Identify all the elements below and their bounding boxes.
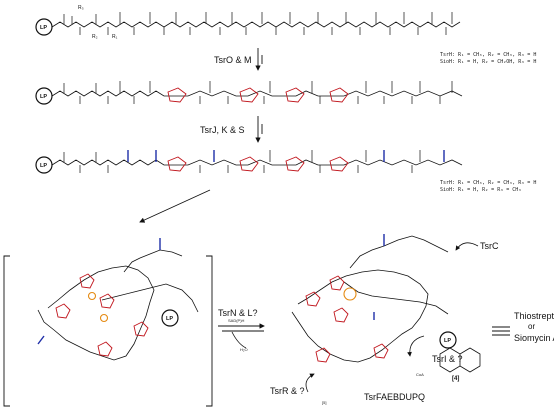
peptide-backbone <box>51 159 463 166</box>
leader-peptide-label: LP <box>444 338 451 344</box>
dehydroalanine-bond <box>37 335 45 345</box>
enzyme-label-step2: TsrJ, K & S <box>200 125 245 135</box>
curved-arrow-tsrr <box>305 373 315 393</box>
substituent-legend-sio-row3: SioH: R₁ = H, R₂ = R₃ = CH₃ <box>440 187 522 193</box>
thiazole-ring <box>55 303 71 319</box>
cyclization-site <box>99 313 109 323</box>
curved-arrow-tsri <box>407 335 425 357</box>
thiazole-ring <box>285 156 305 172</box>
thiazole-ring <box>285 87 305 103</box>
thiazole-ring <box>99 293 115 309</box>
water-label: H₂O <box>240 347 248 352</box>
thiazole-ring <box>315 347 331 363</box>
enzyme-label-tsrr: TsrR & ? <box>270 386 305 396</box>
thiazole-ring <box>329 275 345 291</box>
curved-arrow-tsrc <box>455 242 479 251</box>
thiazole-ring <box>97 341 113 357</box>
peptide-backbone <box>51 90 463 97</box>
thiazole-ring <box>239 156 259 172</box>
intermediate-row3 <box>35 150 463 174</box>
quinaldic-acid-ring <box>439 347 481 373</box>
thiazole-ring <box>305 291 321 307</box>
thiazole-ring <box>239 87 259 103</box>
thiazole-ring <box>133 321 149 337</box>
water-curve <box>231 331 247 349</box>
enzyme-label-tsrfa: TsrFAEBDUPQ <box>364 392 426 402</box>
leader-peptide-label: LP <box>40 94 47 100</box>
substituent-r1-row1: R₁ <box>112 34 118 40</box>
bracket-label-5: [5] <box>322 400 327 405</box>
arrow-to-macrocycle <box>139 189 211 223</box>
enzyme-label-step1: TsrO & M <box>214 55 252 65</box>
thiazole-ring <box>373 343 389 359</box>
product-name-thiostrepton: Thiostrepton <box>514 311 554 321</box>
leader-peptide-label: LP <box>40 163 47 169</box>
substituent-r2-row1: R₂ <box>92 34 98 40</box>
cyclization-site <box>87 291 97 301</box>
product-name-siomycin: Siomycin A <box>514 333 554 343</box>
bracket-label-4: [4] <box>452 376 460 382</box>
leader-peptide-label: LP <box>40 25 47 31</box>
substituent-legend-tsr-row3: TsrH: R₁ = CH₃, R₂ = CH₃, R₃ = H <box>440 180 537 186</box>
product-or: or <box>528 322 536 331</box>
intermediate-row2 <box>35 81 463 105</box>
thiazole-ring <box>333 307 349 323</box>
peptide-backbone <box>51 21 461 28</box>
enzyme-label-step3: TsrN & L? <box>218 308 258 318</box>
cyclization-site <box>343 287 357 301</box>
coa-label: CoA <box>416 372 424 377</box>
cofactor-label: SAD(P)H <box>228 318 245 323</box>
thiazole-ring <box>167 87 187 103</box>
substituent-r3-row1: R₃ <box>78 5 84 11</box>
leader-peptide-label: LP <box>166 316 173 322</box>
precursor-peptide-row1 <box>35 12 461 36</box>
bracket-left <box>3 255 213 407</box>
thiazole-ring <box>167 156 187 172</box>
thiazole-ring <box>79 273 95 289</box>
substituent-legend-tsr-row1: TsrH: R₁ = CH₃, R₂ = CH₃, R₃ = H <box>440 52 537 58</box>
substituent-legend-sio-row1: SioH: R₁ = H, R₂ = CH₂OH, R₃ = H <box>440 59 537 65</box>
enzyme-label-tsri: TsrI & ? <box>432 354 463 364</box>
macrocycle-product <box>291 234 481 393</box>
macrocycle-intermediate <box>37 238 199 361</box>
thiazole-ring <box>329 87 349 103</box>
thiazole-ring <box>329 156 349 172</box>
leader-peptide-node <box>439 331 457 349</box>
leader-peptide-node <box>161 309 179 327</box>
enzyme-label-tsrc: TsrC <box>480 241 499 251</box>
